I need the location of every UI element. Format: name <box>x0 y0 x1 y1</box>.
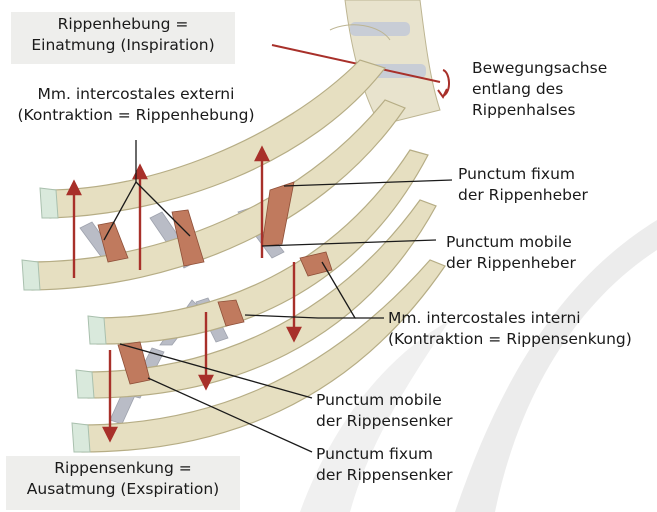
fixum-senker-line2: der Rippensenker <box>316 465 453 486</box>
label-axis: Bewegungsachse entlang des Rippenhalses <box>472 58 607 121</box>
axis-line1: Bewegungsachse <box>472 58 607 79</box>
expiration-line2: Ausatmung (Exspiration) <box>6 479 240 500</box>
externi-line2: (Kontraktion = Rippenhebung) <box>6 105 266 126</box>
mobile-heber-line2: der Rippenheber <box>446 253 576 274</box>
expiration-line1: Rippensenkung = <box>6 458 240 479</box>
label-interni: Mm. intercostales interni (Kontraktion =… <box>388 308 632 350</box>
axis-line2: entlang des <box>472 79 607 100</box>
inspiration-box: Rippenhebung = Einatmung (Inspiration) <box>11 12 235 64</box>
label-mobile-senker: Punctum mobile der Rippensenker <box>316 390 453 432</box>
externi-line1: Mm. intercostales externi <box>6 84 266 105</box>
label-externi: Mm. intercostales externi (Kontraktion =… <box>6 84 266 126</box>
inspiration-line1: Rippenhebung = <box>11 14 235 35</box>
interni-line2: (Kontraktion = Rippensenkung) <box>388 329 632 350</box>
fixum-senker-line1: Punctum fixum <box>316 444 453 465</box>
fixum-heber-line1: Punctum fixum <box>458 164 588 185</box>
fixum-heber-line2: der Rippenheber <box>458 185 588 206</box>
expiration-box: Rippensenkung = Ausatmung (Exspiration) <box>6 456 240 510</box>
mobile-senker-line2: der Rippensenker <box>316 411 453 432</box>
axis-line3: Rippenhalses <box>472 100 607 121</box>
label-mobile-heber: Punctum mobile der Rippenheber <box>446 232 576 274</box>
inspiration-line2: Einatmung (Inspiration) <box>11 35 235 56</box>
label-fixum-heber: Punctum fixum der Rippenheber <box>458 164 588 206</box>
mobile-heber-line1: Punctum mobile <box>446 232 576 253</box>
label-fixum-senker: Punctum fixum der Rippensenker <box>316 444 453 486</box>
mobile-senker-line1: Punctum mobile <box>316 390 453 411</box>
interni-line1: Mm. intercostales interni <box>388 308 632 329</box>
